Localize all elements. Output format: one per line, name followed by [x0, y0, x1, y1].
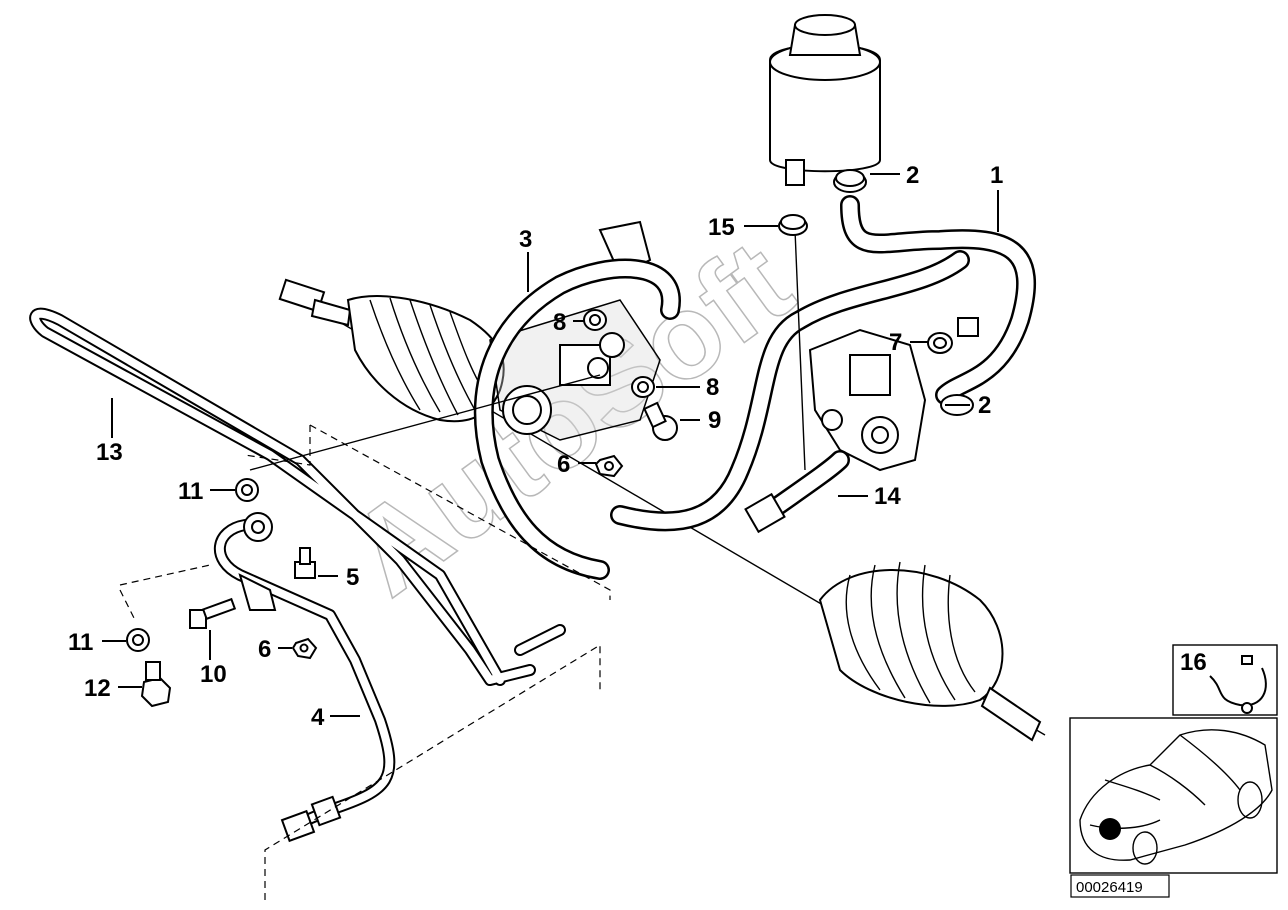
callout-2a: 2	[906, 162, 919, 189]
callout-4: 4	[311, 704, 325, 731]
steering-gear-housing	[489, 220, 661, 441]
reference-box: 00026419	[1070, 874, 1170, 898]
hose-3-pressure	[473, 258, 681, 580]
leader-lines	[102, 173, 999, 717]
callout-15: 15	[708, 214, 735, 241]
callout-11b: 11	[68, 629, 93, 656]
hose-1-suction	[840, 195, 1037, 405]
rack-left-end	[278, 278, 505, 423]
callout-8b: 8	[706, 374, 719, 401]
callout-3: 3	[519, 226, 532, 253]
callout-16: 16	[1180, 649, 1207, 676]
reference-number: 00026419	[1076, 879, 1143, 896]
small-parts	[126, 169, 979, 708]
callout-13: 13	[96, 439, 123, 466]
callouts: 1 2 2 3 4 5 6 6 7 8 8 9 10 11 11 12 13 1…	[68, 162, 1003, 731]
callout-14: 14	[874, 483, 901, 510]
callout-5: 5	[346, 564, 359, 591]
inset-part-16: 16	[1172, 644, 1278, 716]
callout-10: 10	[200, 661, 227, 688]
callout-12: 12	[84, 675, 111, 702]
callout-7: 7	[889, 329, 902, 356]
callout-6b: 6	[258, 636, 271, 663]
cooling-pipe-13	[29, 307, 566, 686]
return-pipe-4	[214, 519, 396, 843]
callout-8a: 8	[553, 309, 566, 336]
power-steering-pump	[808, 328, 927, 472]
connection-lines	[119, 374, 611, 900]
hose-pump-return	[610, 250, 970, 532]
inset-vehicle-location	[1069, 717, 1278, 874]
rack-right-end	[818, 561, 1042, 742]
callout-6a: 6	[557, 451, 570, 478]
callout-11a: 11	[178, 478, 203, 505]
callout-1: 1	[990, 162, 1003, 189]
reservoir	[769, 14, 881, 186]
hose-14	[744, 229, 850, 534]
callout-2b: 2	[978, 392, 991, 419]
callout-9: 9	[708, 407, 721, 434]
